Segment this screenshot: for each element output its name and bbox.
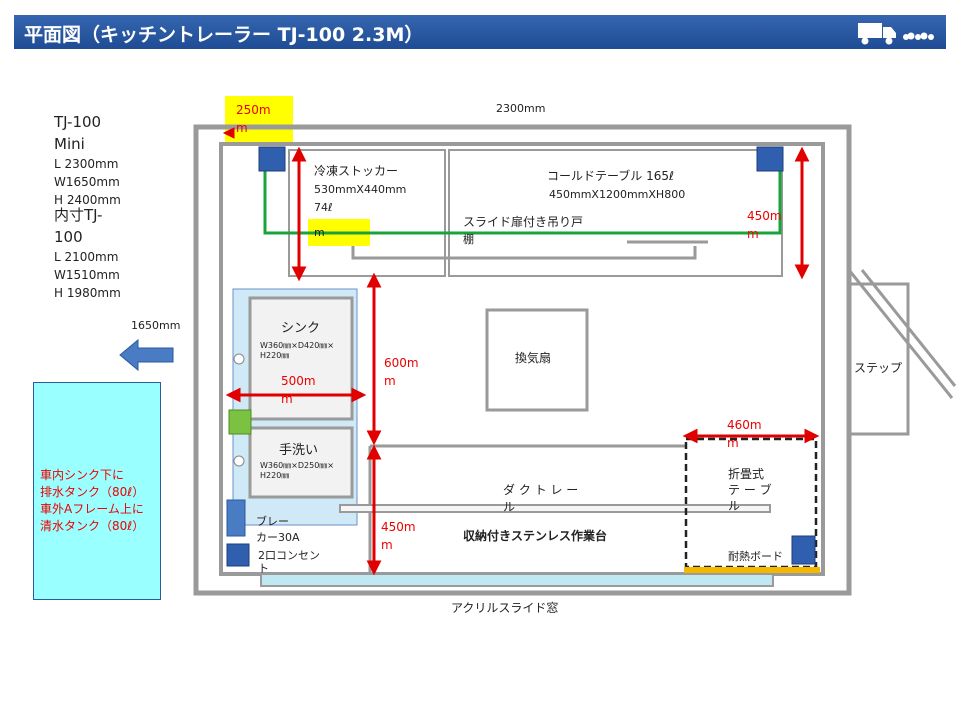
step-label: ステップ xyxy=(854,361,903,375)
pipe-block-left xyxy=(258,146,286,172)
freezer-capacity: 74ℓ xyxy=(314,201,333,214)
handwash-label: 手洗い xyxy=(279,443,319,458)
duct-rail-label: ダ ク ト レ ー xyxy=(503,483,579,497)
interior-spec: 内寸TJ- 100 L 2100mm W1510mm H 1980mm xyxy=(54,204,121,302)
duct-rail-label-2: ル xyxy=(503,500,516,514)
fan-label: 換気扇 xyxy=(515,351,552,365)
inner-length: L 2100mm xyxy=(54,250,119,264)
hanging-shelf xyxy=(351,246,697,260)
sink-size: W360㎜×D420㎜×H220㎜ xyxy=(260,341,335,360)
pipe-block-right xyxy=(756,146,784,172)
workbench-label: 収納付きステンレス作業台 xyxy=(463,529,608,543)
highlight-250 xyxy=(225,96,293,142)
heat-board-block xyxy=(791,535,816,565)
sink-label: シンク xyxy=(281,321,321,336)
acrylic-window xyxy=(260,573,774,587)
pipe-line xyxy=(263,158,782,235)
cold-table-size: 450mmX1200mmXH800 xyxy=(549,188,686,201)
green-valve xyxy=(228,409,252,435)
heat-board-strip xyxy=(684,567,820,573)
window-label: アクリルスライド窓 xyxy=(451,601,559,615)
freezer-size: 530mmX440mm xyxy=(314,183,407,196)
model-name: TJ-100 xyxy=(54,113,102,131)
model-sub: Mini xyxy=(54,135,85,153)
outlet-block xyxy=(226,543,250,567)
freezer-m: m xyxy=(314,226,325,239)
freezer-box xyxy=(288,149,446,277)
fan-box xyxy=(485,308,589,412)
handwash-basin xyxy=(248,426,354,499)
duct-rail xyxy=(339,504,771,513)
page-title: 平面図（キッチントレーラー TJ-100 2.3M） xyxy=(24,24,424,46)
breaker-block xyxy=(226,499,246,537)
truck-icon xyxy=(858,23,934,45)
side-width-label: 1650mm xyxy=(131,319,181,332)
heat-board-label: 耐熱ボード xyxy=(728,550,783,563)
exterior-spec: TJ-100 Mini L 2300mm W1650mm H 2400mm xyxy=(54,111,121,209)
breaker-label: ブレーカー30A xyxy=(256,515,300,544)
top-width-label: 2300mm xyxy=(496,102,546,115)
inner-title-2: 100 xyxy=(54,228,83,246)
water-tank-note: 車内シンク下に 排水タンク（80ℓ） 車外Aフレーム上に 清水タンク（80ℓ） xyxy=(40,468,145,533)
inner-height: H 1980mm xyxy=(54,286,121,300)
water-tank-box xyxy=(33,382,161,600)
inner-title-1: 内寸TJ- xyxy=(54,206,103,224)
spec-width: W1650mm xyxy=(54,175,120,189)
shelf-label-2: 棚 xyxy=(463,233,474,246)
left-arrow-icon xyxy=(119,338,174,372)
sink-basin xyxy=(248,296,354,421)
shelf-label: スライド扉付き吊り戸 xyxy=(463,215,584,229)
dimension-arrows xyxy=(222,127,820,576)
header-bar: 平面図（キッチントレーラー TJ-100 2.3M） xyxy=(14,15,946,49)
cold-table-box xyxy=(448,149,783,277)
outlet-label: 2口コンセント xyxy=(258,549,320,575)
handwash-size: W360㎜×D250㎜×H220㎜ xyxy=(260,461,335,480)
freezer-label: 冷凍ストッカー xyxy=(314,164,399,178)
cold-table-label: コールドテーブル 165ℓ xyxy=(547,169,674,183)
inner-width: W1510mm xyxy=(54,268,120,282)
spec-height: H 2400mm xyxy=(54,193,121,207)
spec-length: L 2300mm xyxy=(54,157,119,171)
folding-table-label: 折畳式テ ー ブル xyxy=(728,467,772,513)
step-frame xyxy=(847,282,910,436)
